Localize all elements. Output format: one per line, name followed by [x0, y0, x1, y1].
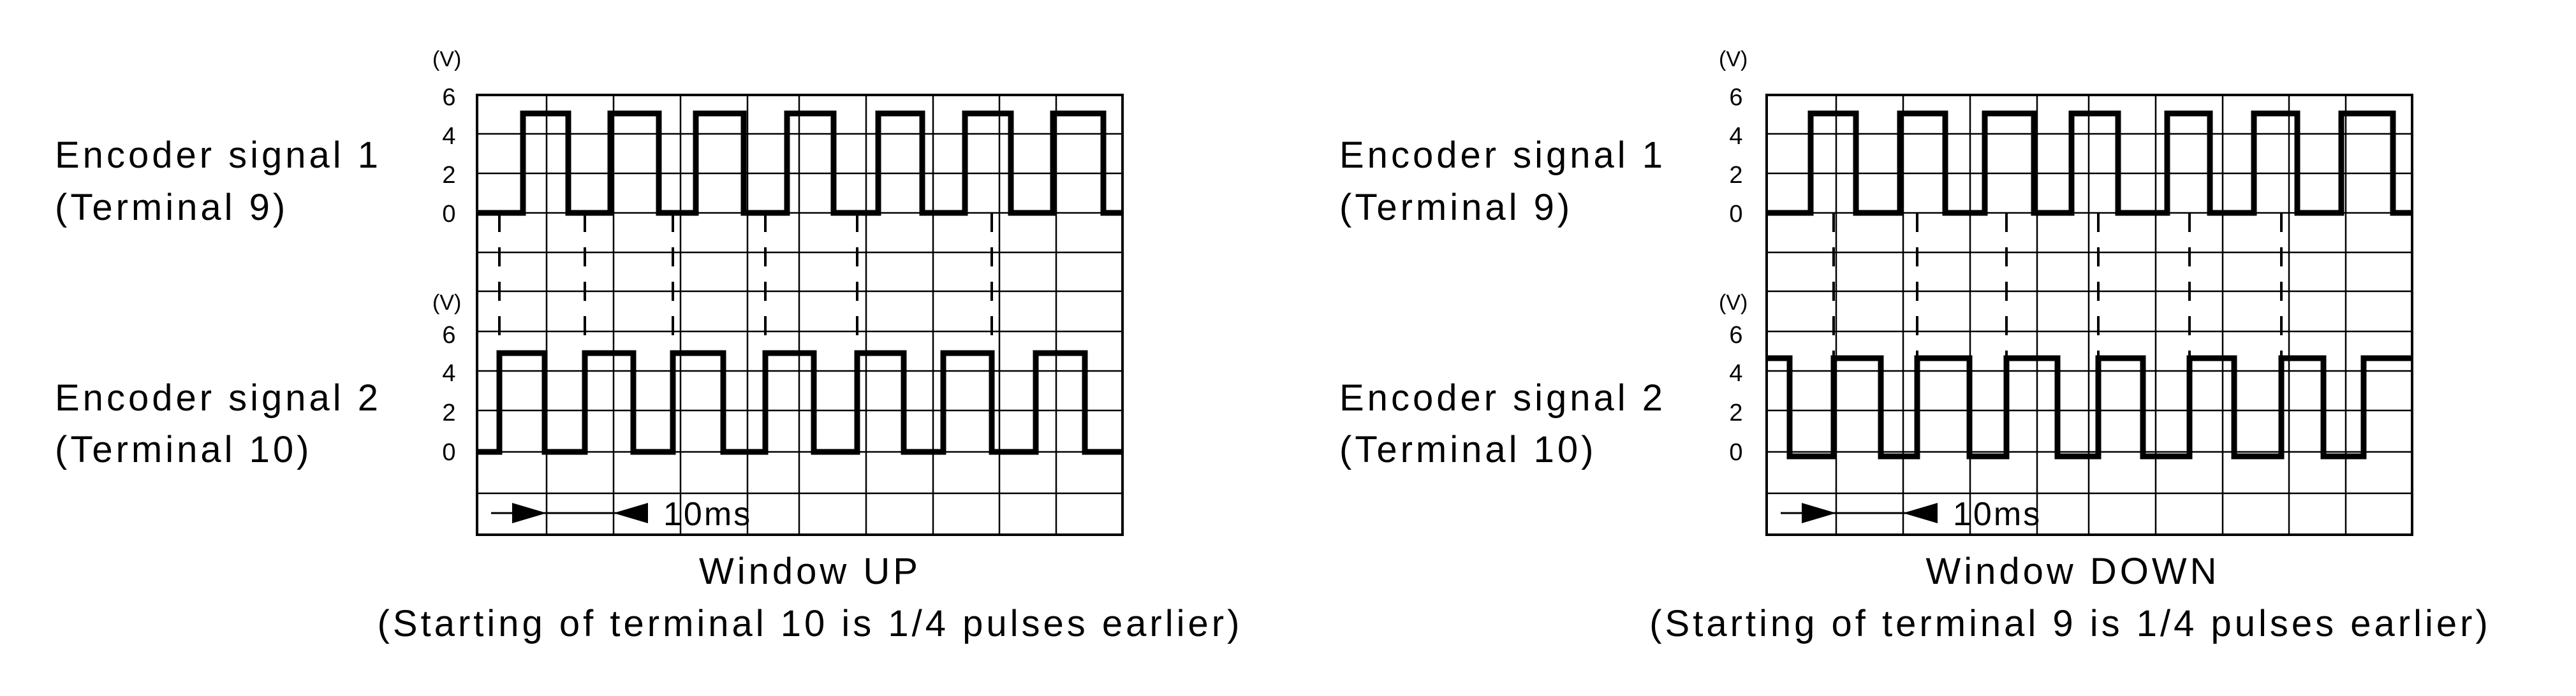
encoder-signal-2-waveform — [1767, 355, 2412, 460]
signal2-tick-0: 0 — [1729, 439, 1742, 466]
grid-frame — [476, 94, 1124, 536]
scale-label: 10ms — [1953, 496, 2042, 533]
signal2-terminal-label: (Terminal 10) — [55, 429, 312, 470]
encoder-signal-2-waveform — [477, 350, 1122, 455]
signal2-label: Encoder signal 2 — [1339, 377, 1666, 419]
caption-title: Window UP — [699, 551, 921, 592]
signal1-tick-4: 4 — [442, 123, 455, 150]
signal1-label: Encoder signal 1 — [55, 134, 381, 176]
signal2-unit: (V) — [432, 291, 461, 315]
time-scale-indicator: 10ms — [1781, 496, 2042, 533]
signal1-tick-4: 4 — [1729, 123, 1742, 150]
grid-horizontals — [1767, 133, 2412, 495]
phase-alignment-markers — [498, 213, 993, 353]
signal1-tick-2: 2 — [1729, 162, 1742, 189]
caption-title: Window DOWN — [1925, 551, 2219, 592]
signal2-tick-4: 4 — [442, 360, 455, 387]
scale-arrow-right-icon — [512, 503, 547, 523]
signal1-unit: (V) — [1719, 47, 1748, 71]
scale-arrow-right-icon — [1802, 503, 1836, 523]
caption-note: (Starting of terminal 10 is 1/4 pulses e… — [378, 603, 1243, 644]
signal1-unit: (V) — [432, 47, 461, 71]
signal1-terminal-label: (Terminal 9) — [55, 187, 288, 228]
signal1-tick-0: 0 — [442, 201, 455, 228]
signal2-tick-0: 0 — [442, 439, 455, 466]
signal2-tick-6: 6 — [442, 322, 455, 349]
signal2-tick-2: 2 — [442, 400, 455, 426]
signal1-tick-0: 0 — [1729, 201, 1742, 228]
signal1-terminal-label: (Terminal 9) — [1339, 187, 1573, 228]
signal2-tick-2: 2 — [1729, 400, 1742, 426]
time-scale-indicator: 10ms — [491, 496, 752, 533]
phase-alignment-markers — [1832, 213, 2283, 358]
signal1-label: Encoder signal 1 — [1339, 134, 1666, 176]
signal1-tick-6: 6 — [1729, 84, 1742, 111]
grid-verticals — [1835, 95, 2347, 535]
scale-label: 10ms — [663, 496, 752, 533]
signal1-tick-2: 2 — [442, 162, 455, 189]
panel-window-down: Encoder signal 1 (Terminal 9) Encoder si… — [1339, 47, 2491, 644]
panel-window-up: Encoder signal 1 (Terminal 9) Encoder si… — [55, 47, 1243, 644]
scale-arrow-left-icon — [614, 503, 648, 523]
encoder-signal-1-waveform — [1767, 110, 2412, 216]
signal2-tick-4: 4 — [1729, 360, 1742, 387]
encoder-signal-1-waveform — [477, 110, 1122, 216]
signal1-tick-6: 6 — [442, 84, 455, 111]
caption-note: (Starting of terminal 9 is 1/4 pulses ea… — [1649, 603, 2491, 644]
signal2-tick-6: 6 — [1729, 322, 1742, 349]
scale-arrow-left-icon — [1903, 503, 1938, 523]
signal2-label: Encoder signal 2 — [55, 377, 381, 419]
grid-frame — [1765, 94, 2413, 536]
signal2-terminal-label: (Terminal 10) — [1339, 429, 1596, 470]
grid-verticals — [545, 95, 1057, 535]
signal2-unit: (V) — [1719, 291, 1748, 315]
